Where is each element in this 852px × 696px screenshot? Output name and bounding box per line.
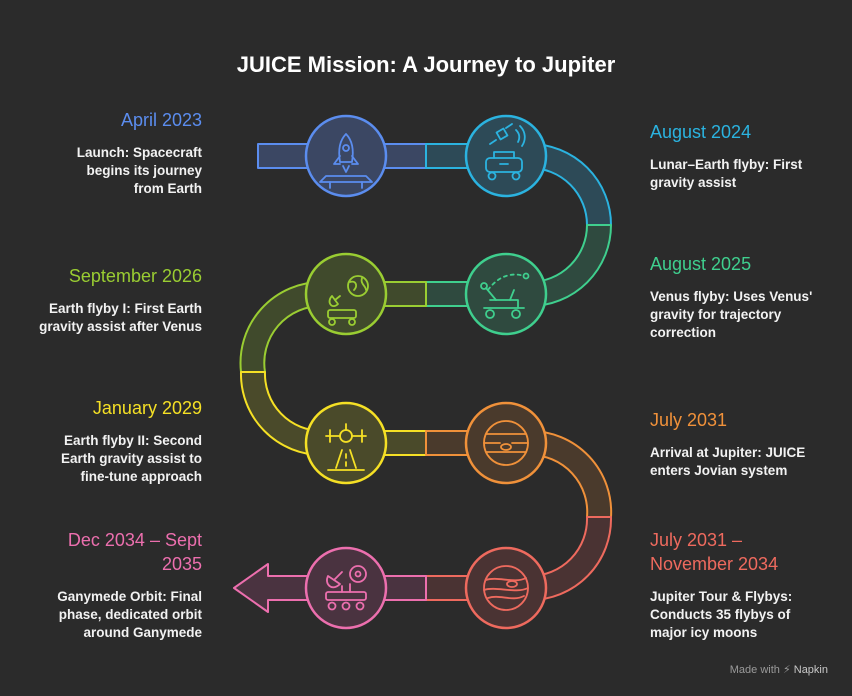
milestone-label-7: July 2031 – November 2034 Jupiter Tour &…	[650, 528, 840, 642]
napkin-logo-icon: ⚡	[782, 664, 791, 676]
globe-rover-icon	[327, 275, 369, 326]
made-with-text: Made with	[729, 664, 780, 676]
milestone-circle-5	[304, 401, 388, 485]
milestone-circle-6	[464, 401, 548, 485]
jupiter-storm-icon	[483, 565, 529, 611]
page-title: JUICE Mission: A Journey to Jupiter	[236, 52, 616, 77]
milestone-date: July 2031 – November 2034	[650, 530, 779, 574]
milestone-date: July 2031	[650, 410, 728, 430]
milestone-date: January 2029	[92, 398, 202, 418]
milestone-label-3: August 2025 Venus flyby: Uses Venus' gra…	[650, 252, 840, 342]
milestone-description: Launch: Spacecraft begins its journey fr…	[76, 145, 202, 196]
milestone-date: August 2024	[650, 122, 752, 142]
milestone-description: Venus flyby: Uses Venus' gravity for tra…	[650, 289, 813, 340]
milestone-description: Jupiter Tour & Flybys: Conducts 35 flyby…	[650, 589, 793, 640]
catapult-trajectory-icon	[480, 272, 530, 319]
milestone-label-8: Dec 2034 – Sept 2035 Ganymede Orbit: Fin…	[12, 528, 202, 642]
aircraft-approach-icon	[325, 423, 367, 471]
milestone-circle-2	[464, 114, 548, 198]
milestone-circle-1	[304, 114, 388, 198]
milestone-date: September 2026	[68, 266, 202, 286]
milestone-circle-8	[304, 546, 388, 630]
milestone-circle-7	[464, 546, 548, 630]
milestone-label-6: July 2031 Arrival at Jupiter: JUICE ente…	[650, 408, 840, 480]
milestone-date: April 2023	[120, 110, 202, 130]
milestone-date: August 2025	[650, 254, 752, 274]
lander-rover-icon	[325, 565, 367, 611]
rocket-launch-icon	[319, 133, 373, 189]
milestone-label-4: September 2026 Earth flyby I: First Eart…	[12, 264, 202, 336]
milestone-date: Dec 2034 – Sept 2035	[67, 530, 202, 574]
milestone-description: Arrival at Jupiter: JUICE enters Jovian …	[650, 445, 806, 478]
milestone-circle-3	[464, 252, 548, 336]
jupiter-planet-icon	[483, 420, 529, 466]
milestone-label-2: August 2024 Lunar–Earth flyby: First gra…	[650, 120, 840, 192]
milestone-description: Lunar–Earth flyby: First gravity assist	[650, 157, 803, 190]
brand-name: Napkin	[793, 664, 828, 676]
milestone-label-5: January 2029 Earth flyby II: Second Eart…	[12, 396, 202, 486]
milestone-description: Earth flyby II: Second Earth gravity ass…	[60, 433, 202, 484]
milestone-description: Earth flyby I: First Earth gravity assis…	[39, 301, 202, 334]
milestone-label-1: April 2023 Launch: Spacecraft begins its…	[12, 108, 202, 198]
footer-credit: Made with ⚡ Napkin	[730, 663, 828, 676]
satellite-rover-icon	[485, 123, 526, 181]
milestone-circle-4	[304, 252, 388, 336]
milestone-description: Ganymede Orbit: Final phase, dedicated o…	[57, 589, 202, 640]
